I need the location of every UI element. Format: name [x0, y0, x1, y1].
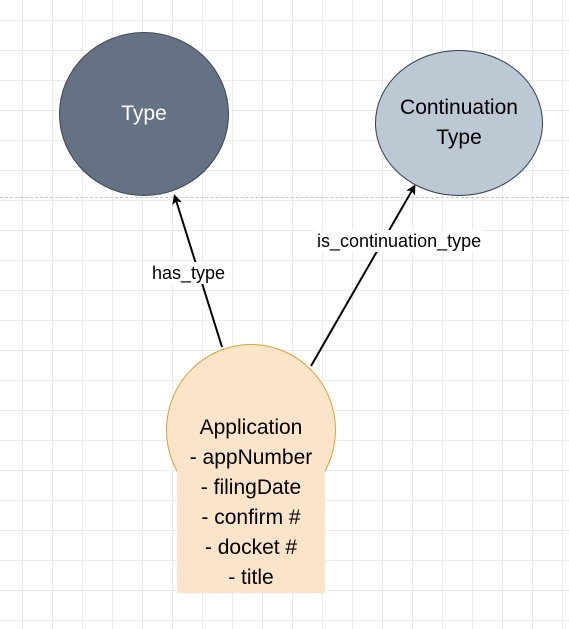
is-continuation-type-edge-label: is_continuation_type	[315, 230, 484, 252]
application-attribute: - appNumber	[189, 446, 313, 469]
application-label-background	[177, 410, 325, 593]
continuation-type-label-line2: Type	[436, 126, 482, 149]
type-node[interactable]: Type	[59, 32, 229, 196]
application-title: Application	[199, 416, 303, 439]
page-break-line	[0, 197, 569, 198]
application-node-label: Application - appNumber - filingDate - c…	[166, 413, 336, 593]
continuation-type-label-line1: Continuation	[400, 96, 518, 119]
edge-is-continuation-type[interactable]	[310, 184, 416, 367]
has-type-edge-label: has_type	[150, 262, 228, 284]
type-node-label: Type	[121, 102, 167, 125]
continuation-type-node[interactable]: Continuation Type	[375, 50, 543, 196]
application-attribute: - filingDate	[200, 476, 302, 499]
application-attribute: - confirm #	[201, 506, 301, 529]
application-attribute: - title	[228, 566, 274, 589]
application-attribute: - docket #	[204, 536, 298, 559]
